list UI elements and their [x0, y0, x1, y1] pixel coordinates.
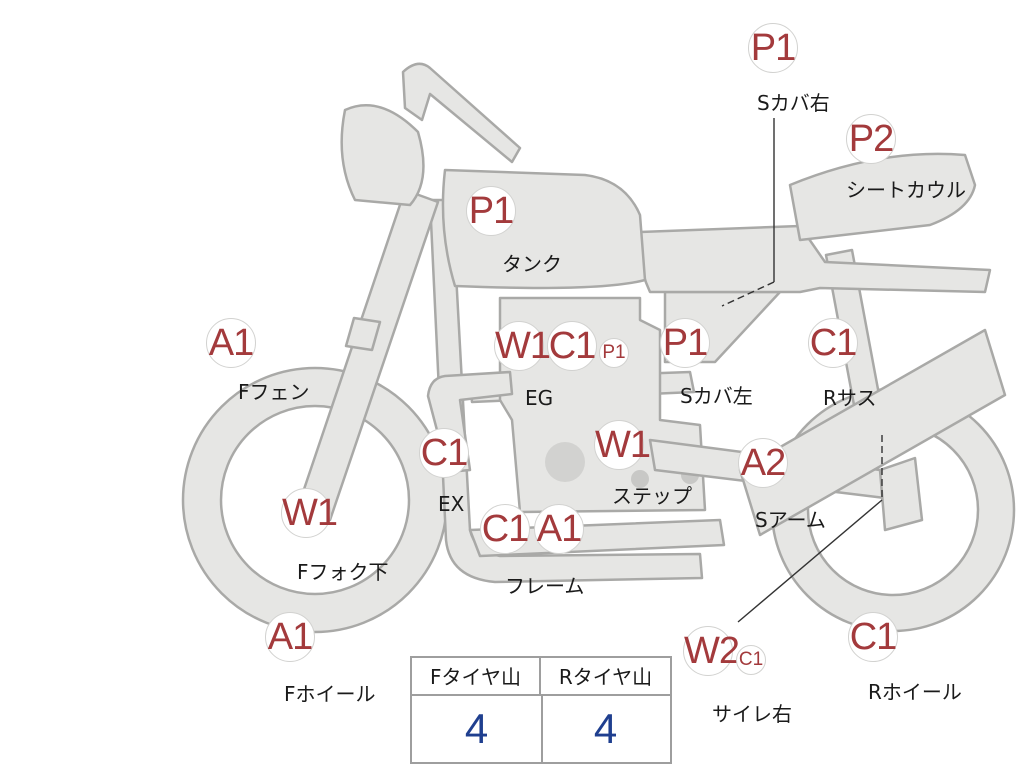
headlight-shape	[340, 104, 425, 207]
footpeg-left-shape	[631, 470, 649, 488]
grade-badge: W1	[494, 321, 551, 371]
grade-badge: C1	[808, 318, 858, 368]
grade-badge: W1	[594, 420, 651, 470]
grade-badge: P1	[466, 186, 516, 236]
grade-badge-small: P1	[599, 338, 629, 368]
part-label: Rサス	[823, 386, 877, 410]
grade-badge: P1	[748, 23, 798, 73]
front-tread-value: 4	[412, 696, 543, 762]
grade-badge: A2	[738, 438, 788, 488]
exhaust-lower-shape	[468, 518, 726, 558]
part-label: Fフェン	[238, 380, 310, 404]
part-label: Rホイール	[868, 680, 962, 704]
part-label: Sアーム	[755, 508, 826, 532]
grade-badge: P1	[660, 318, 710, 368]
part-label: EX	[438, 492, 465, 516]
part-label: ステップ	[612, 484, 692, 508]
grade-badge: W2	[683, 626, 740, 676]
grade-badge: W1	[281, 488, 338, 538]
grade-badge: C1	[419, 428, 469, 478]
muffler-right-leader-line	[737, 499, 883, 623]
part-label: フレーム	[505, 574, 585, 598]
handlebar-shape	[401, 62, 522, 164]
grade-badge-small: C1	[736, 645, 766, 675]
grade-badge: P2	[846, 114, 896, 164]
grade-badge: C1	[848, 612, 898, 662]
seat-cowl-shape	[788, 152, 977, 242]
part-label: シートカウル	[846, 178, 966, 202]
part-label: Fホイール	[284, 682, 376, 706]
side-cover-right-leader-dash	[721, 281, 775, 307]
part-label: Sカバ右	[757, 91, 830, 115]
muffler-tip-shape	[878, 456, 924, 532]
grade-badge: A1	[265, 612, 315, 662]
part-label: タンク	[502, 252, 562, 276]
front-fork-cover-shape	[344, 316, 382, 352]
part-label: EG	[525, 386, 554, 410]
muffler-shape	[738, 328, 1007, 537]
rear-tread-header: Rタイヤ山	[541, 658, 670, 696]
front-tread-header: Fタイヤ山	[412, 658, 541, 696]
grade-badge: A1	[206, 318, 256, 368]
part-label: サイレ右	[712, 702, 792, 726]
grade-badge: C1	[480, 504, 530, 554]
part-label: Sカバ左	[680, 384, 753, 408]
part-label: Fフォク下	[297, 560, 389, 584]
tread-depth-table: Fタイヤ山 Rタイヤ山 4 4	[410, 656, 672, 764]
grade-badge: A1	[534, 504, 584, 554]
rear-tread-value: 4	[593, 705, 618, 752]
grade-badge: C1	[547, 321, 597, 371]
engine-cover-shape	[545, 442, 585, 482]
